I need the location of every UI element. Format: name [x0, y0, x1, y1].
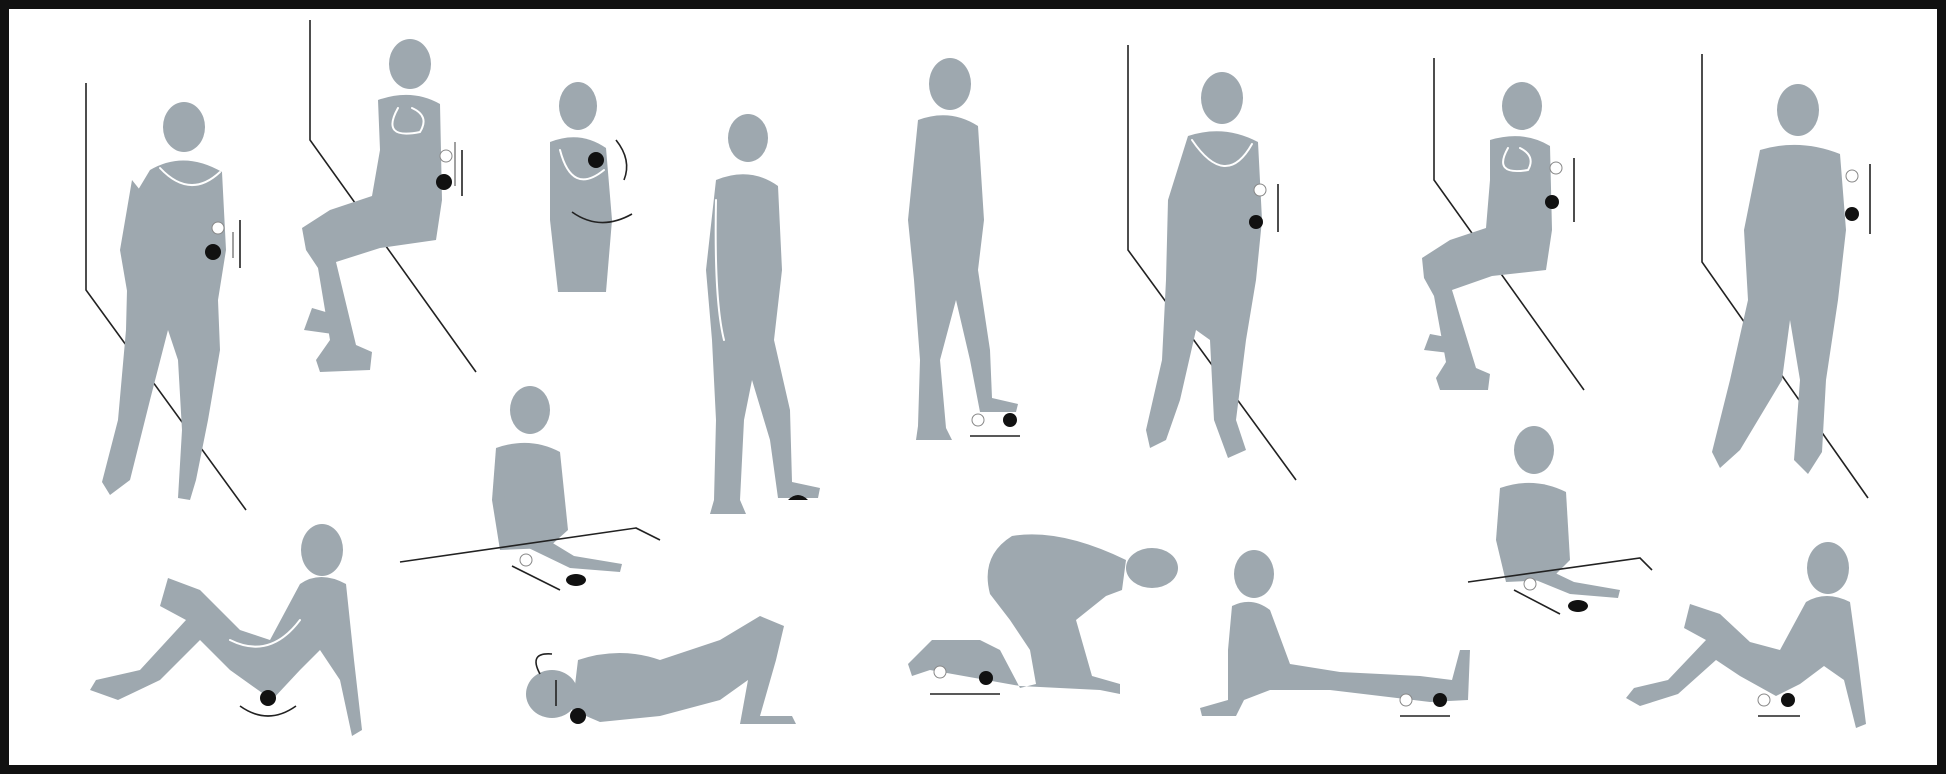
figure-standing-wall-side [1702, 54, 1870, 498]
figure-supine-head-ball [526, 616, 796, 724]
figure-seated-glute-ball [90, 524, 362, 736]
figure-seated-calf-roller [1200, 550, 1470, 716]
figure-standing-foot-ball [706, 114, 820, 514]
figure-standing-wall-shoulder [86, 83, 246, 510]
figure-bust-forearm-roller-left [400, 386, 660, 590]
figure-bust-arm-rotation [550, 82, 632, 292]
figure-kneeling-shin-roller [908, 534, 1178, 694]
figure-bust-forearm-roller-right [1468, 426, 1652, 614]
figure-standing-foot-roller [908, 58, 1020, 440]
figure-wall-sit-shoulder [302, 20, 476, 372]
figure-standing-wall-hip [1128, 45, 1296, 480]
figure-seated-glute-roller [1626, 542, 1866, 728]
figure-wall-sit-hip [1422, 58, 1584, 390]
